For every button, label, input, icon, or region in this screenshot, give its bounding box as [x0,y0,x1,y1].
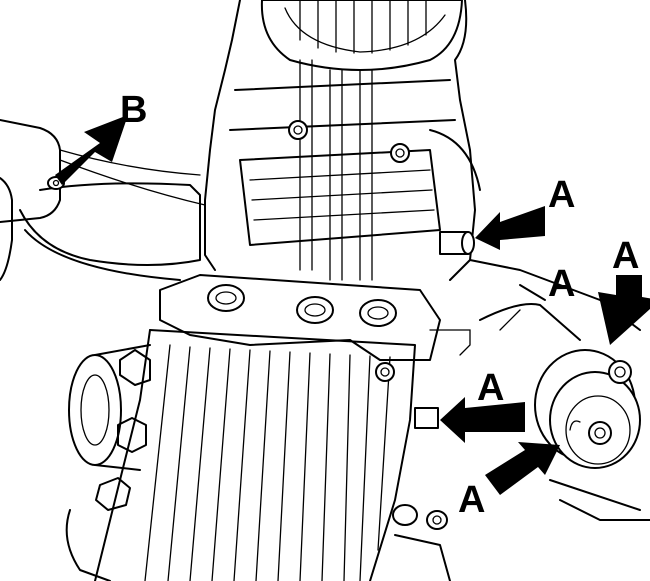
mount-bolts-row [159,274,441,361]
callout-label-a4: A [477,367,504,409]
callout-arrow-a1 [475,206,545,250]
callout-arrow-a3 [440,397,525,443]
callout-arrow-a2 [598,275,650,345]
case-bolt-right [414,407,439,429]
callout-arrow-a4 [485,442,560,495]
callout-label-a2: A [612,235,639,277]
housing-bolt-upper-right [439,231,475,255]
callout-label-a5: A [458,479,485,521]
case-bottom-bolts [392,504,451,581]
callout-label-a1: A [548,174,575,216]
pulley-top-bolt [608,360,632,384]
callout-arrow-b [55,115,128,185]
transmission-upper-housing [204,0,481,281]
left-housing-cylinder [65,344,151,581]
callout-label-b: B [120,89,147,131]
callout-label-a3: A [548,263,575,305]
transmission-lower-case [94,329,416,581]
